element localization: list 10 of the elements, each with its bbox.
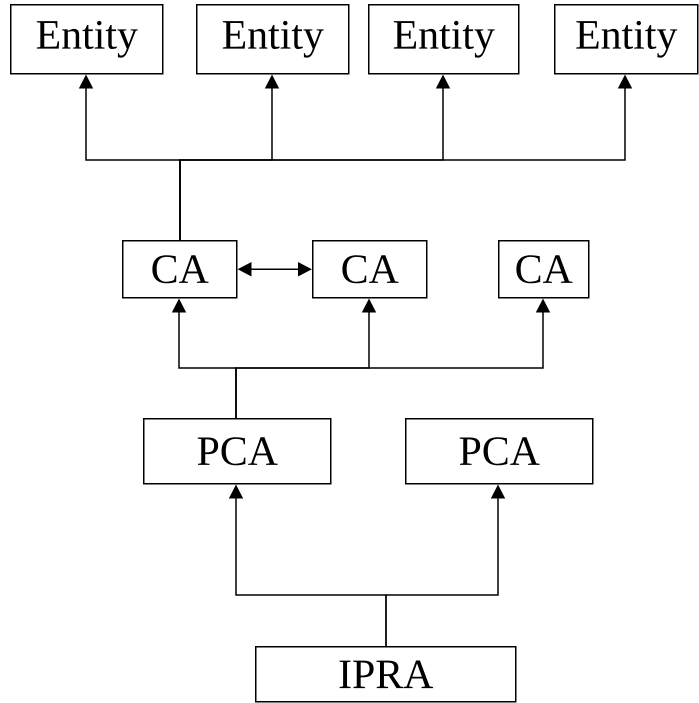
node-box: Entity (368, 4, 520, 74)
node-box: PCA (143, 418, 332, 484)
node-box: Entity (10, 4, 164, 74)
node-box: CA (122, 240, 238, 298)
node-box: CA (498, 240, 590, 298)
node-box: CA (312, 240, 428, 298)
node-box: PCA (405, 418, 594, 484)
node-box: Entity (196, 4, 350, 74)
node-box: Entity (554, 4, 698, 74)
node-box: IPRA (255, 646, 516, 702)
